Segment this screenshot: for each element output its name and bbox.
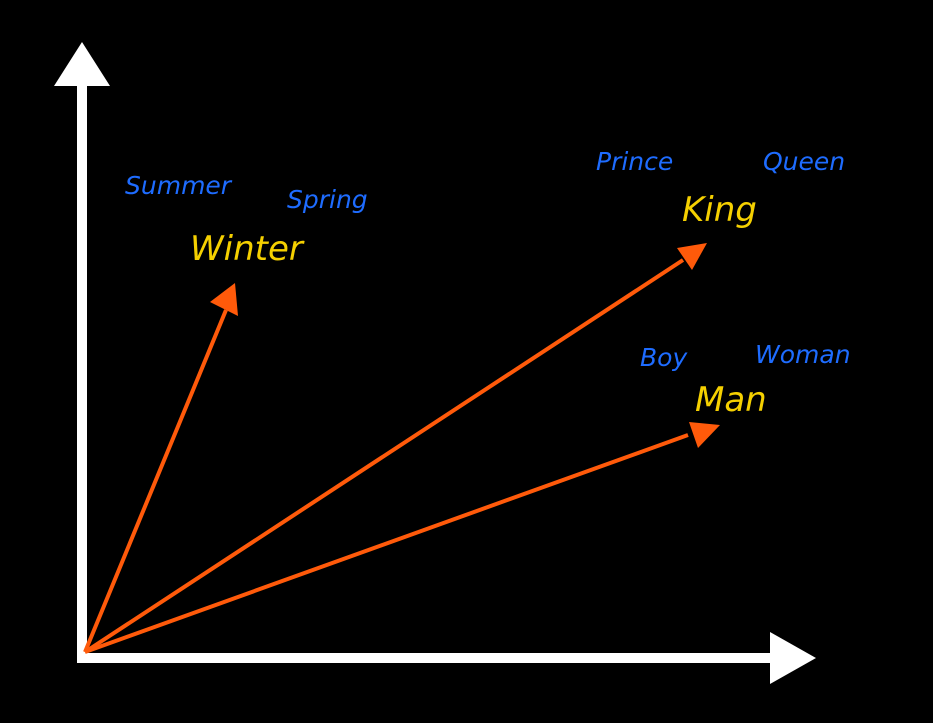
vector-winter bbox=[83, 309, 228, 653]
word-spring: Spring bbox=[287, 185, 368, 214]
vector-man-arrowhead bbox=[689, 422, 720, 448]
x-axis-arrowhead bbox=[770, 632, 816, 684]
word-boy: Boy bbox=[640, 343, 688, 372]
vector-king-arrowhead bbox=[677, 243, 707, 270]
y-axis-arrowhead bbox=[54, 42, 110, 86]
word-summer: Summer bbox=[125, 171, 232, 200]
vector-king bbox=[83, 258, 685, 654]
vector-winter-arrowhead bbox=[210, 283, 238, 316]
word-woman: Woman bbox=[755, 340, 851, 369]
word-king: King bbox=[682, 190, 757, 230]
vector-man bbox=[84, 433, 689, 654]
word-winter: Winter bbox=[190, 229, 303, 269]
word-prince: Prince bbox=[596, 147, 674, 176]
word-queen: Queen bbox=[763, 147, 846, 176]
word-man: Man bbox=[695, 380, 767, 420]
